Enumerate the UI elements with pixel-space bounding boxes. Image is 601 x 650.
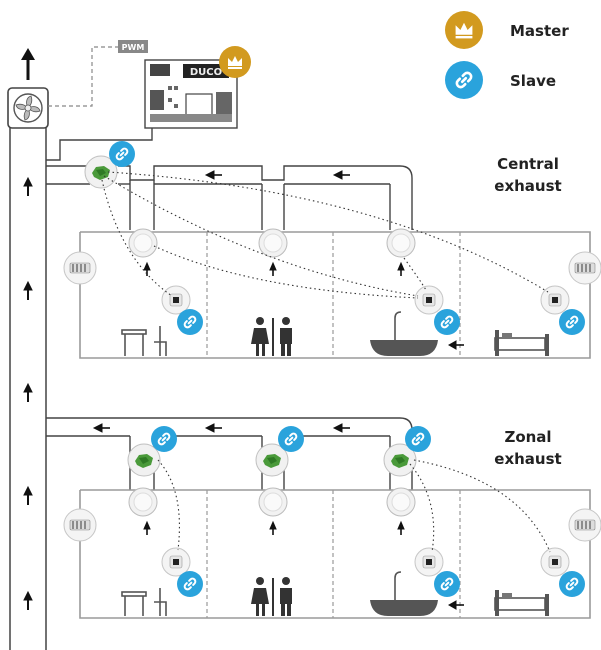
central-floor: [79, 231, 591, 359]
kitchen-icon: [121, 326, 167, 356]
legend-slave-label: Slave: [510, 72, 556, 90]
central-wall-grille-right: [568, 251, 601, 285]
central-exhaust-section: Central exhaust: [46, 141, 601, 359]
link-icon: [434, 309, 460, 335]
zonal-furniture: [121, 588, 167, 616]
link-icon: [559, 309, 585, 335]
zonal-floor: [79, 489, 591, 619]
central-ceiling-grilles: [128, 228, 416, 258]
zonal-grille-arrows: [143, 520, 405, 535]
central-grille-arrows: [143, 261, 405, 276]
zonal-title-line1: Zonal: [504, 428, 551, 446]
legend-master-label: Master: [510, 22, 569, 40]
central-furniture: [121, 326, 167, 356]
controller-board: DUCO: [144, 59, 238, 129]
central-title-line2: exhaust: [494, 177, 561, 195]
exhaust-arrow: [21, 48, 35, 80]
bathtub-icon: [370, 571, 464, 616]
link-icon: [278, 426, 304, 452]
controller-master-badge: [219, 46, 251, 78]
bed-icon: [494, 590, 549, 616]
zonal-exhaust-section: Zonal exhaust: [46, 417, 601, 619]
link-icon: [559, 571, 585, 597]
link-icon: [177, 309, 203, 335]
zonal-zone-valves: [127, 426, 431, 477]
grille-toilet: [258, 228, 288, 258]
zonal-wireless-links: [157, 459, 551, 553]
fan-unit: [7, 87, 49, 129]
central-wireless-links: [101, 171, 549, 299]
zonal-title-line2: exhaust: [494, 450, 561, 468]
controller-display: DUCO: [190, 67, 222, 78]
legend-master: Master: [445, 11, 569, 49]
grille-kitchen: [128, 228, 158, 258]
link-icon: [434, 571, 460, 597]
central-zone-valve: [84, 141, 135, 189]
zonal-sensors: [161, 547, 585, 597]
link-icon: [151, 426, 177, 452]
link-icon: [177, 571, 203, 597]
bed-icon: [494, 330, 549, 356]
toilet-people-icon: [251, 577, 292, 616]
central-title-line1: Central: [497, 155, 559, 173]
pwm-label: PWM: [122, 43, 145, 52]
toilet-people-icon: [251, 317, 292, 356]
kitchen-icon: [121, 588, 167, 616]
zonal-wall-grille-right: [568, 508, 601, 542]
link-icon: [405, 426, 431, 452]
zonal-ceiling-grilles: [128, 487, 416, 517]
main-riser-duct: [9, 118, 47, 650]
central-duct-arrows: [204, 170, 350, 180]
zonal-wall-grille-left: [63, 508, 97, 542]
central-sensors: [161, 285, 585, 335]
legend: Master Slave: [445, 11, 569, 99]
grille-bathroom: [386, 228, 416, 258]
zonal-duct-arrows: [92, 423, 350, 433]
central-wall-grille-left: [63, 251, 97, 285]
fan-icon: [13, 93, 43, 123]
pwm-signal-line: PWM: [48, 40, 148, 107]
bathtub-icon: [370, 311, 464, 356]
pwm-tag: [118, 40, 148, 53]
legend-slave: Slave: [445, 61, 556, 99]
riser-flow-arrows: [23, 176, 33, 610]
controller-cable: [46, 128, 153, 161]
